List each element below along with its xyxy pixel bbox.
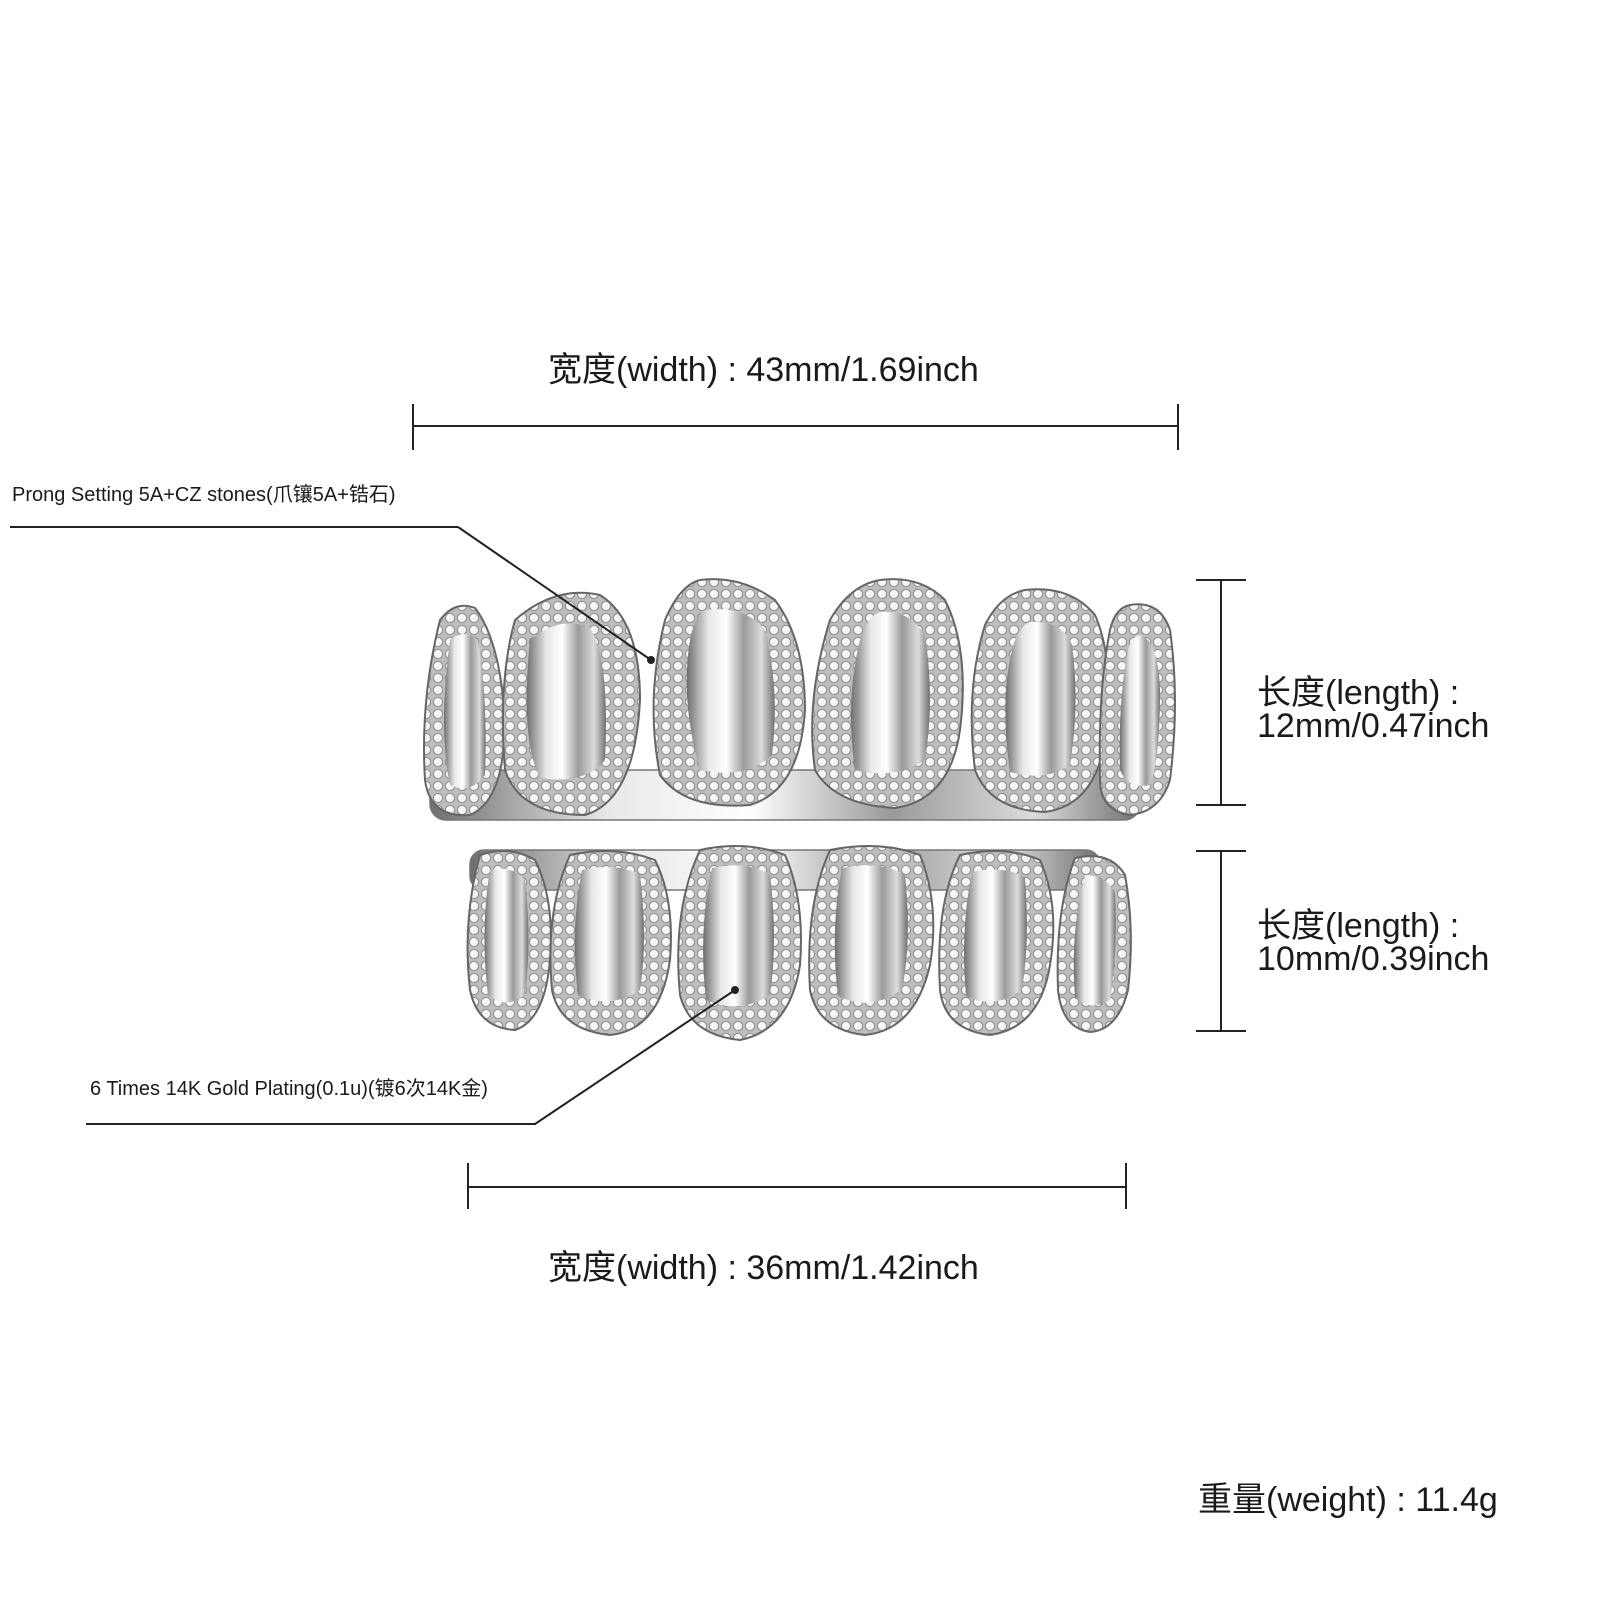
top-width-label: 宽度(width) : 43mm/1.69inch xyxy=(548,351,979,389)
upper-length-label-line1: 长度(length) : xyxy=(1257,674,1460,712)
weight-label: 重量(weight) : 11.4g xyxy=(1198,1481,1498,1519)
prong-setting-callout: Prong Setting 5A+CZ stones(爪镶5A+锆石) xyxy=(12,484,396,506)
upper-tooth xyxy=(652,578,807,807)
lower-length-label-line1: 长度(length) : xyxy=(1257,907,1460,945)
upper-grill xyxy=(423,578,1176,821)
upper-tooth xyxy=(423,604,507,817)
plating-callout-leader-line xyxy=(86,1123,536,1125)
upper-tooth xyxy=(811,578,964,810)
prong-callout-dot xyxy=(647,656,655,664)
lower-tooth xyxy=(466,850,552,1032)
upper-tooth xyxy=(970,588,1110,814)
plating-callout-dot xyxy=(731,986,739,994)
upper-length-label-line2: 12mm/0.47inch xyxy=(1257,707,1490,745)
bottom-width-label: 宽度(width) : 36mm/1.42inch xyxy=(548,1249,979,1287)
prong-callout-leader-line xyxy=(10,526,458,528)
lower-tooth xyxy=(1056,855,1132,1034)
lower-grill xyxy=(466,845,1132,1042)
gold-plating-callout: 6 Times 14K Gold Plating(0.1u)(镀6次14K金) xyxy=(90,1078,488,1100)
lower-tooth xyxy=(549,850,672,1037)
prong-callout-pointer xyxy=(457,526,652,661)
lower-tooth xyxy=(677,845,802,1042)
lower-tooth xyxy=(808,845,935,1037)
upper-tooth xyxy=(1098,603,1176,817)
lower-length-label-line2: 10mm/0.39inch xyxy=(1257,940,1490,978)
lower-tooth xyxy=(938,850,1055,1037)
upper-tooth xyxy=(501,591,642,817)
plating-callout-pointer xyxy=(534,989,736,1125)
